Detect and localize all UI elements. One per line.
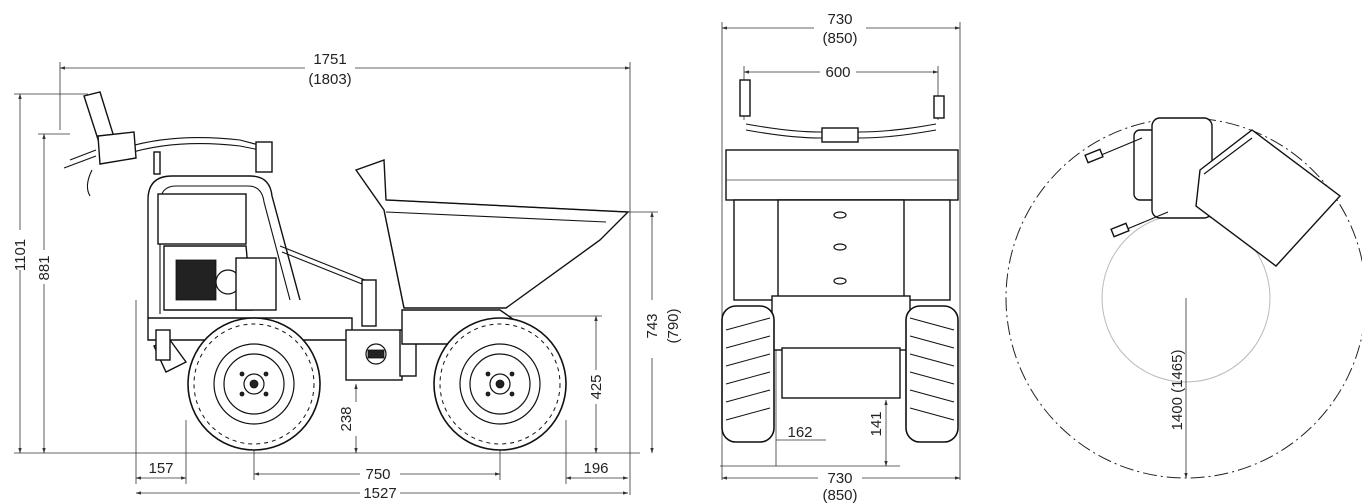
bottom-width-alt-label: (850) — [822, 487, 857, 504]
wheelbase-dimension — [253, 384, 501, 480]
skip-top — [1195, 129, 1342, 267]
rear-wheel — [187, 317, 321, 451]
skip-bucket — [354, 159, 630, 309]
turning-radius-label: 1400 (1465) — [1169, 350, 1186, 431]
overall-width-alt-label: (850) — [822, 30, 857, 47]
skip-height-dimension — [600, 211, 661, 454]
engine-tank — [157, 193, 247, 245]
front-overhang-dimension — [565, 420, 629, 484]
ground-clearance-label: 238 — [338, 406, 355, 431]
dumper-front-illustration — [721, 79, 959, 443]
overall-height-dimension — [12, 93, 640, 454]
base-length-dimension — [135, 485, 629, 501]
bottom-width-label: 730 — [827, 470, 852, 487]
handle-post — [255, 141, 273, 173]
skip-height-label: 743 — [644, 313, 661, 338]
left-grip — [739, 79, 751, 117]
overall-length-label: 1751 — [313, 51, 346, 68]
axle-height-dimension — [500, 315, 604, 454]
front-view: 730 (850) 600 730 (850) 162 141 — [720, 11, 961, 504]
overall-width-label: 730 — [827, 11, 852, 28]
handle-height-label: 881 — [36, 255, 53, 280]
track-offset-label: 162 — [787, 424, 812, 441]
wheelbase-label: 750 — [365, 466, 390, 483]
base-length-label: 1527 — [363, 485, 396, 502]
side-view: 1751 (1803) 1101 881 743 (790) — [12, 51, 682, 502]
top-view: 1400 (1465) — [1005, 117, 1362, 479]
right-grip — [933, 95, 945, 119]
handle-height-dimension — [36, 133, 70, 454]
dumper-top-illustration — [1084, 117, 1342, 267]
skip-front-face — [725, 149, 959, 201]
front-wheel — [433, 317, 567, 451]
dumper-side-illustration — [63, 91, 630, 451]
front-overhang-label: 196 — [583, 460, 608, 477]
handle-width-label: 600 — [825, 64, 850, 81]
overall-length-dimension — [59, 56, 631, 495]
front-right-tyre — [905, 305, 959, 443]
ground-clearance-dimension — [348, 383, 364, 454]
control-grip — [97, 131, 137, 165]
front-left-tyre — [721, 305, 775, 443]
axle-height-label: 425 — [588, 374, 605, 399]
skip-height-alt-label: (790) — [665, 308, 682, 343]
bottom-width-dimension — [721, 470, 961, 486]
rear-overhang-dimension — [135, 300, 187, 484]
clearance-label: 141 — [868, 411, 885, 436]
rear-overhang-label: 157 — [148, 460, 173, 477]
overall-length-alt-label: (1803) — [308, 71, 351, 88]
hydraulic-arm — [279, 245, 371, 283]
overall-height-label: 1101 — [12, 239, 29, 271]
front-chassis — [771, 295, 911, 351]
